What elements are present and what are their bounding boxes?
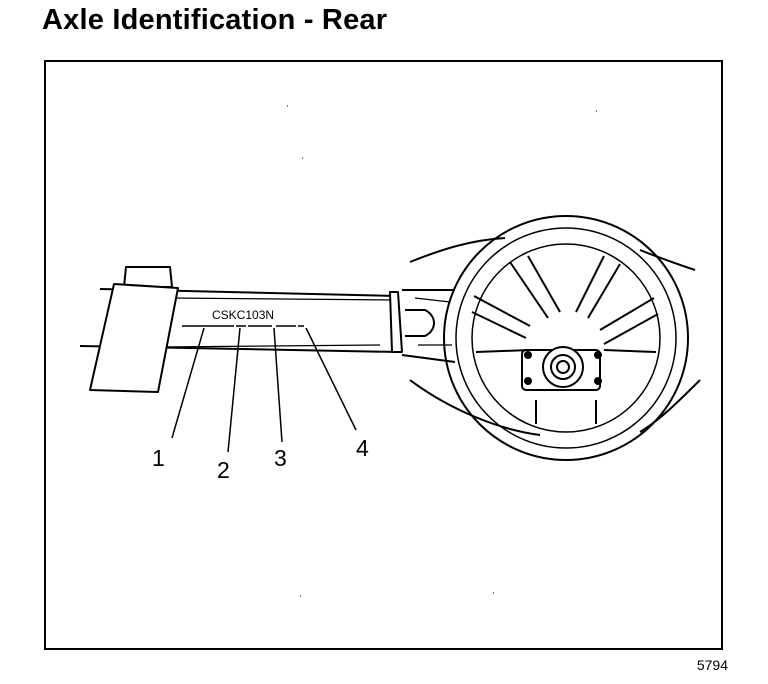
speckles [287, 105, 597, 597]
leader-line-3 [273, 327, 283, 443]
callout-4: 4 [356, 435, 369, 461]
figure-frame [44, 60, 723, 650]
callout-3: 3 [274, 445, 287, 471]
leader-lines [171, 327, 357, 453]
spring-bracket [89, 266, 179, 393]
leader-line-2 [227, 327, 241, 453]
axle-code-label: CSKC103N [212, 308, 274, 322]
ring-gear-cover [443, 215, 689, 461]
figure-number: 5794 [696, 657, 728, 673]
leader-line-1 [171, 327, 205, 439]
leader-line-4 [305, 327, 357, 431]
callout-1: 1 [152, 445, 165, 471]
page-title: Axle Identification - Rear [42, 4, 388, 36]
pinion-flange [521, 346, 602, 391]
callout-2: 2 [217, 457, 230, 483]
